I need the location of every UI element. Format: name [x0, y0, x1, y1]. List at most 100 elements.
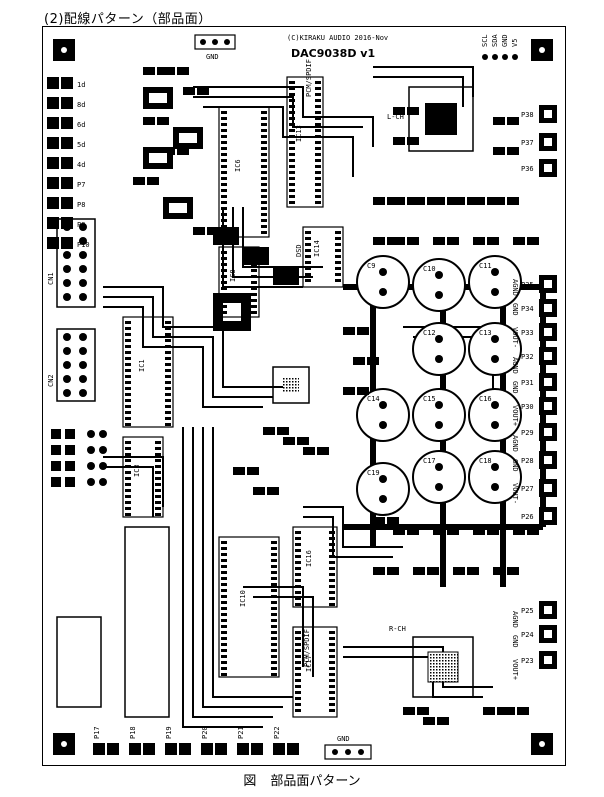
connector-pin-label: P31: [521, 379, 534, 387]
smd-pad: [143, 67, 155, 75]
dip-pin: [221, 201, 227, 204]
smd-pad: [487, 527, 499, 535]
header-pin: [79, 223, 87, 231]
dip-pin: [295, 579, 301, 582]
dip-pin: [305, 261, 311, 264]
dip-pin: [221, 589, 227, 592]
dip-pin: [221, 601, 227, 604]
dip-pin: [221, 667, 227, 670]
dip-pin: [261, 129, 267, 132]
dip-pin: [221, 213, 227, 216]
dip-pin: [289, 123, 295, 126]
dip-pin: [295, 631, 301, 634]
smd-pad: [177, 67, 189, 75]
capacitor-body: [412, 322, 466, 376]
dip-pin: [221, 177, 227, 180]
dip-pin: [221, 159, 227, 162]
capacitor-lead: [435, 463, 443, 471]
dip-outline: [122, 316, 174, 428]
smd-pad: [513, 237, 525, 245]
dip-pin: [125, 513, 131, 516]
smd-pad: [453, 197, 465, 205]
capacitor-body: [468, 450, 522, 504]
connector-pin-label: P38: [521, 111, 534, 119]
header-pin: [99, 478, 107, 486]
dip-pin: [271, 625, 277, 628]
connector-pin-label: P24: [521, 631, 534, 639]
dip-pin: [315, 201, 321, 204]
dip-pin: [221, 311, 227, 314]
dip-pin: [251, 305, 257, 308]
dip-pin: [305, 255, 311, 258]
dip-pin: [221, 147, 227, 150]
dip-pin: [261, 135, 267, 138]
dip-pin: [125, 501, 131, 504]
gnd-top-label: GND: [206, 53, 219, 61]
capacitor-lead: [435, 483, 443, 491]
header-pin: [63, 333, 71, 341]
connector-function-label: GND: [511, 635, 519, 648]
dip-pin: [221, 129, 227, 132]
connector-function-label: AGND: [511, 357, 519, 374]
connector-function-label: VOUT-: [511, 483, 519, 504]
dip-pin: [315, 189, 321, 192]
dip-pin: [295, 531, 301, 534]
dip-pin: [165, 339, 171, 342]
capacitor-label: C14: [367, 395, 380, 403]
smd-pad: [393, 137, 405, 145]
header-pin: [47, 237, 59, 249]
header-pin: [51, 461, 61, 471]
dip-pin: [289, 81, 295, 84]
figure-label: 図: [243, 774, 257, 789]
dip-pin: [315, 183, 321, 186]
header-pin-label: P17: [93, 726, 101, 739]
mounting-holes: [53, 39, 553, 755]
header-pin: [79, 237, 87, 245]
dip-pin: [221, 305, 227, 308]
dip-pin: [329, 555, 335, 558]
dip-pin: [221, 643, 227, 646]
dip-pin: [271, 547, 277, 550]
connector-pad-hole: [544, 378, 552, 386]
dip-pin: [221, 135, 227, 138]
dip-pin: [329, 567, 335, 570]
smd-pad: [413, 197, 425, 205]
dip-pin: [155, 471, 161, 474]
header-pin: [61, 77, 73, 89]
dip-pin: [221, 655, 227, 658]
header-pin: [47, 97, 59, 109]
large-pad-window: [149, 153, 167, 163]
dip-pin: [221, 123, 227, 126]
header-pin-label: P19: [165, 726, 173, 739]
pcb-board: (C)KIRAKU AUDIO 2016-Nov DAC9038D v1 GND…: [42, 26, 566, 766]
header-pin-label: 5d: [77, 141, 85, 149]
dip-pin: [315, 165, 321, 168]
dip-pin: [165, 423, 171, 426]
ic-label: IC6: [234, 159, 242, 172]
header-pin-label: SDA: [491, 34, 499, 47]
dip-pin: [289, 159, 295, 162]
dip-pin: [221, 263, 227, 266]
capacitor-label: C12: [423, 329, 436, 337]
dip-pin: [251, 287, 257, 290]
dip-pin: [251, 269, 257, 272]
header-pin: [79, 251, 87, 259]
dip-pin: [165, 351, 171, 354]
header-pin: [61, 157, 73, 169]
header-pin: [99, 430, 107, 438]
smd-pad: [163, 67, 175, 75]
dip-outline: [302, 226, 344, 288]
header-pin: [63, 347, 71, 355]
connector-function-label: VOUT+: [511, 659, 519, 680]
smd-pad: [373, 197, 385, 205]
dip-pin: [295, 555, 301, 558]
dip-pin: [125, 453, 131, 456]
dip-pin: [261, 123, 267, 126]
dip-pin: [261, 165, 267, 168]
ic-label: IC10: [239, 590, 247, 607]
smd-pad: [343, 327, 355, 335]
dip-pin: [221, 287, 227, 290]
dip-outline: [292, 526, 338, 608]
header-pin-label: 6d: [77, 121, 85, 129]
header-pin: [63, 265, 71, 273]
